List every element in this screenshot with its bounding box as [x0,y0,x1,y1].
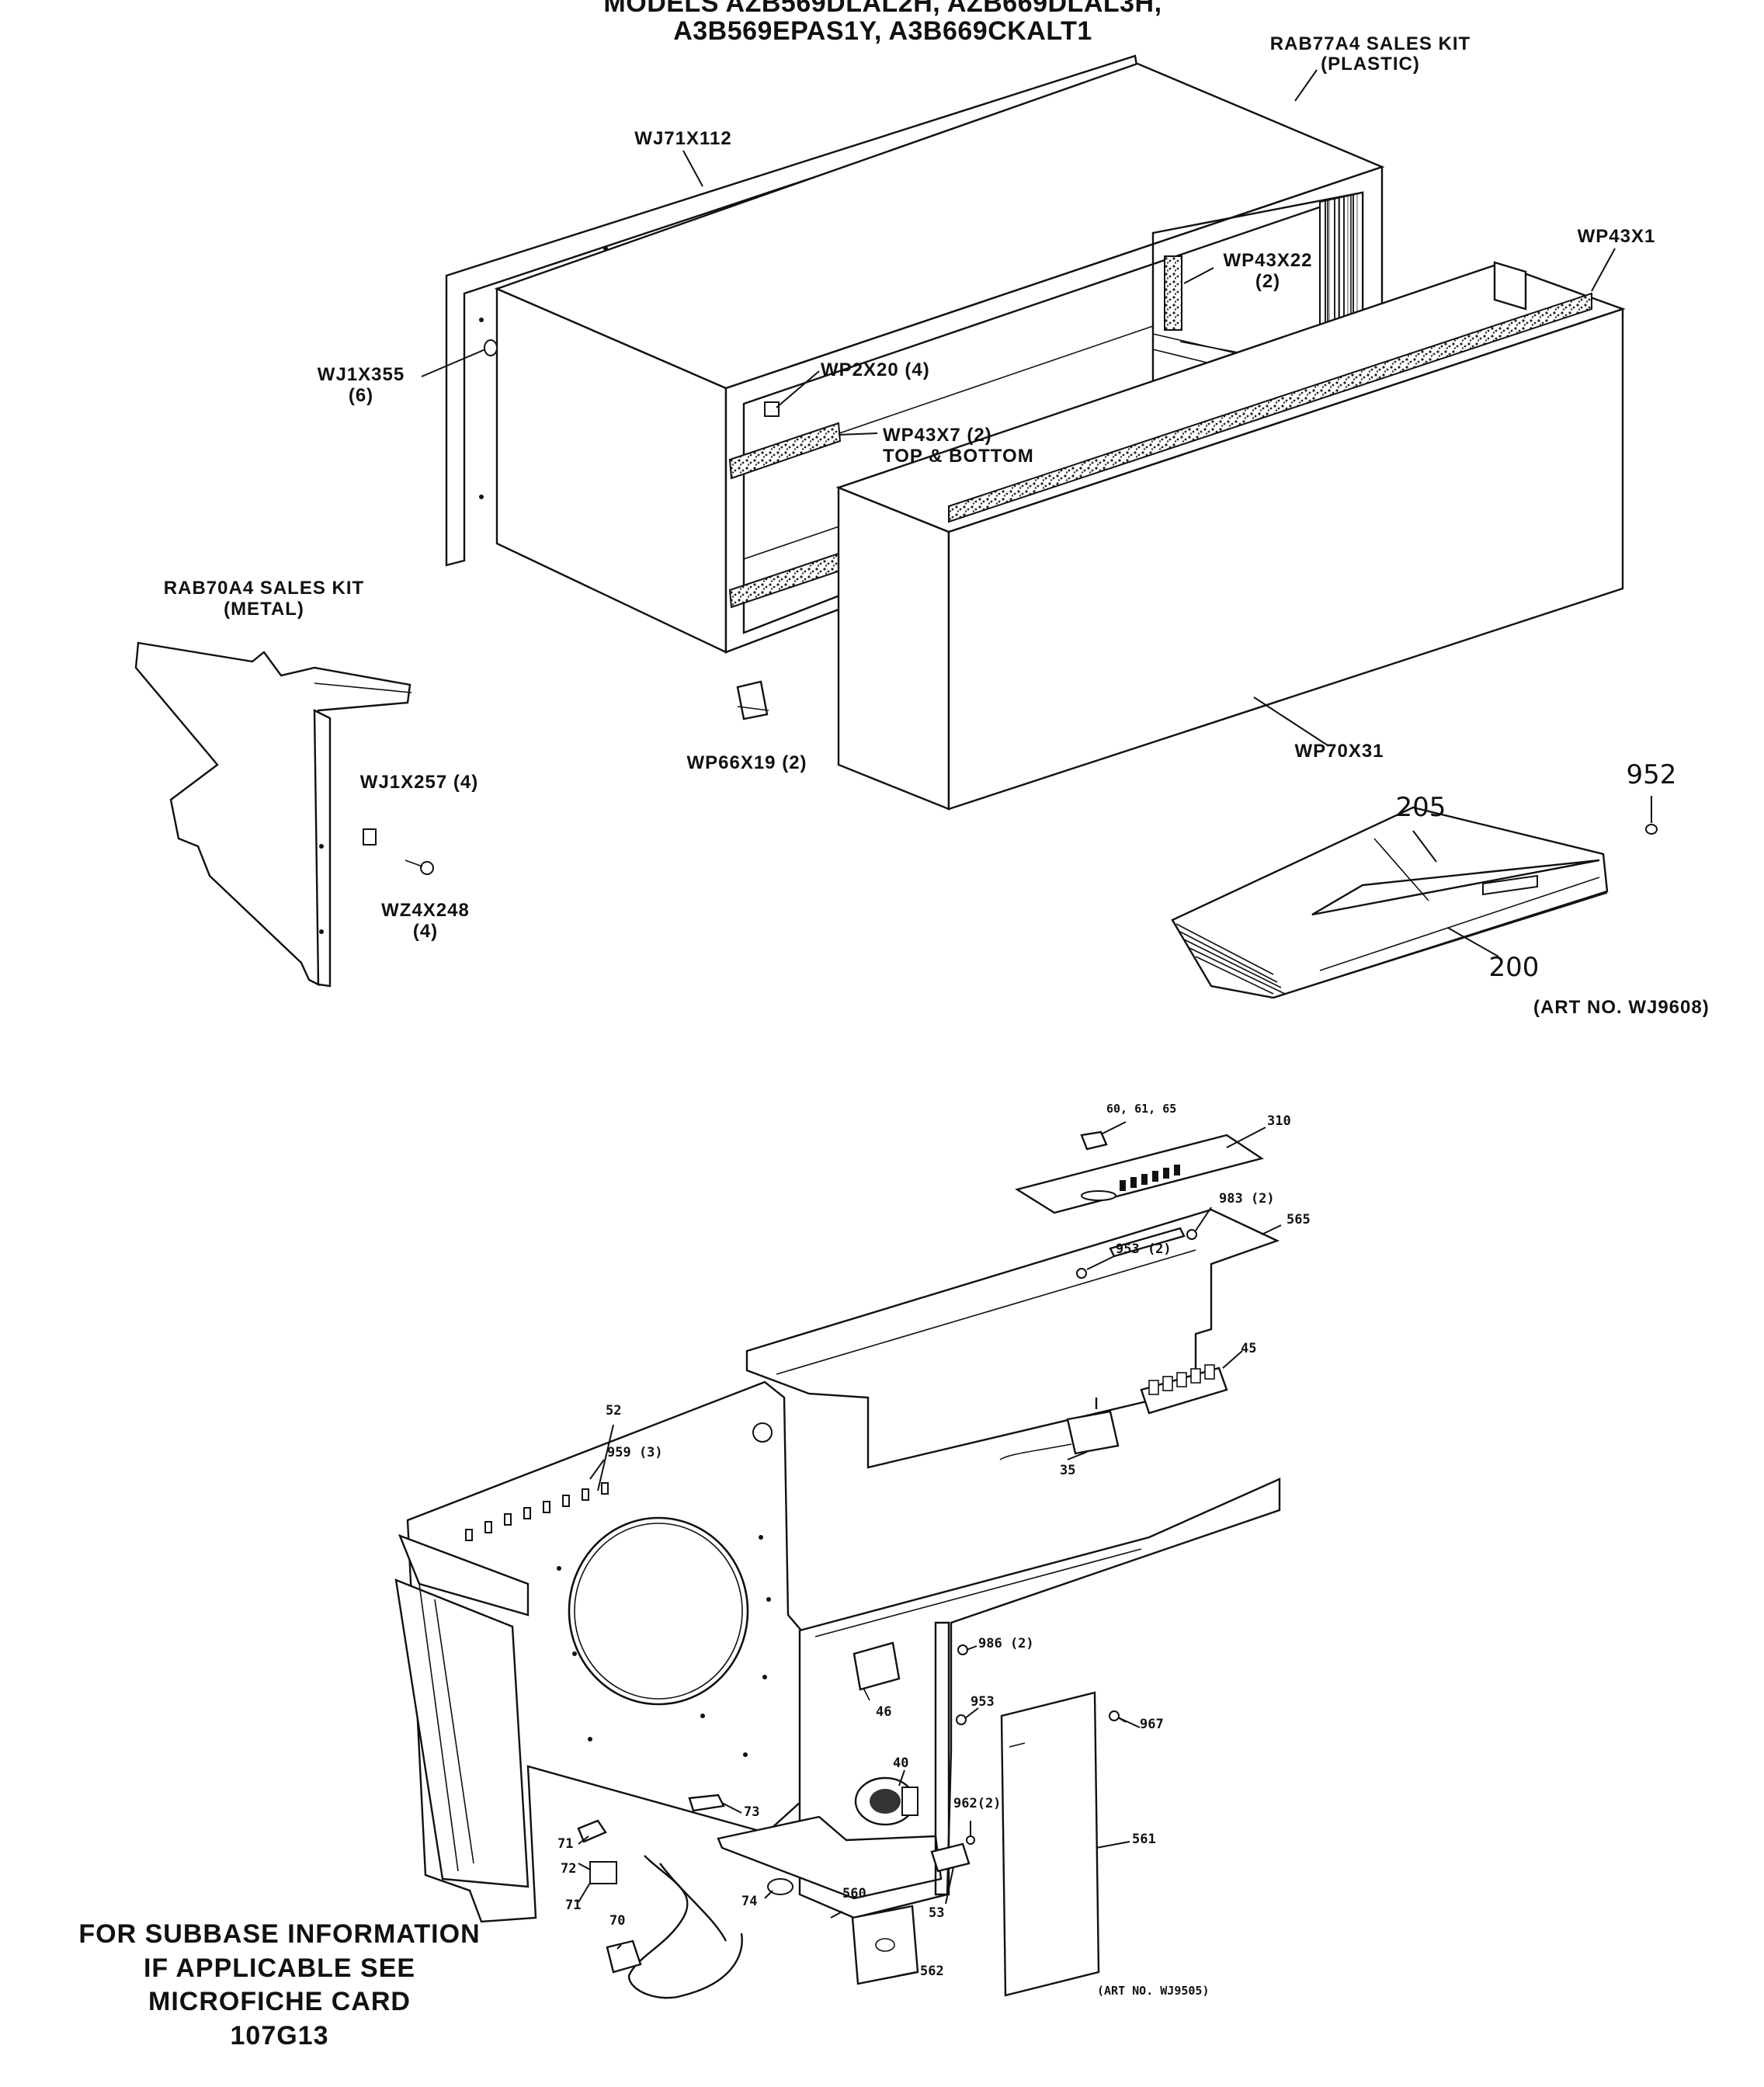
wall-sleeve-assembly [445,54,1626,811]
base-pan-560 [798,1478,1281,1919]
subbase-note-line2: IF APPLICABLE SEE [143,1953,416,1983]
label-rab77a4-line1: RAB77A4 SALES KIT [1269,33,1471,54]
metal-sales-kit [134,641,434,988]
cover-561 [1000,1691,1100,1997]
bottom-leader-lines [578,1121,1282,1977]
label-45: 45 [1241,1341,1257,1356]
label-560: 560 [842,1886,866,1901]
label-53: 53 [929,1905,945,1921]
label-wp43x1: WP43X1 [1577,226,1656,247]
label-60-61-65: 60, 61, 65 [1106,1102,1177,1116]
label-70: 70 [609,1913,626,1929]
label-562: 562 [920,1964,944,1979]
label-wp70x31: WP70X31 [1294,741,1384,762]
label-205: 205 [1395,792,1446,823]
subbase-note-line1: FOR SUBBASE INFORMATION [78,1919,481,1949]
cover-562 [851,1905,919,1985]
label-71-a: 71 [557,1836,574,1852]
subbase-note-line4: 107G13 [230,2020,329,2051]
label-71-b: 71 [565,1898,582,1913]
label-wp66x19: WP66X19 (2) [686,752,807,773]
label-310: 310 [1267,1113,1291,1129]
art-no-top: (ART NO. WJ9608) [1533,997,1710,1018]
label-953-a: 953 (2) [1116,1241,1172,1257]
label-rab77a4-line2: (PLASTIC) [1321,54,1420,75]
subbase-note: FOR SUBBASE INFORMATION IF APPLICABLE SE… [78,1918,480,2053]
label-40: 40 [893,1755,909,1771]
front-grille-assembly [1171,806,1658,999]
label-wz4x248-line1: WZ4X248 [381,900,470,921]
title-line2: A3B569EPAS1Y, A3B669CKALT1 [673,16,1092,46]
art-no-bottom: (ART NO. WJ9505) [1097,1984,1210,1998]
control-panel-310 [1014,1134,1264,1214]
top-leader-lines [421,69,1652,957]
chassis-assembly [394,1130,1281,1999]
label-wj1x257: WJ1X257 (4) [359,772,479,793]
thermostat-35 [1066,1410,1120,1455]
label-rab70a4-line1: RAB70A4 SALES KIT [163,578,365,599]
title-line1: MODELS AZB569DLAL2H, AZB669DLAL3H, [603,0,1162,18]
label-wp43x22-line1: WP43X22 [1223,250,1313,271]
label-wp43x22-line2: (2) [1255,271,1281,292]
label-73: 73 [744,1804,760,1820]
label-wj71x112: WJ71X112 [634,128,732,149]
label-962: 962(2) [953,1796,1002,1811]
label-953-b: 953 [971,1694,995,1710]
label-rab70a4-line2: (METAL) [224,599,304,620]
label-35: 35 [1060,1463,1076,1478]
front-cover-left-return [837,486,950,811]
label-200: 200 [1488,952,1540,983]
label-986: 986 (2) [978,1636,1034,1651]
label-wp43x7-line1: WP43X7 (2) [883,425,992,446]
subbase-note-line3: MICROFICHE CARD [148,1987,411,2017]
label-52: 52 [606,1403,622,1419]
bracket-wp66x19 [736,680,769,721]
label-952: 952 [1626,759,1677,790]
label-967: 967 [1140,1717,1164,1732]
label-wj1x355-line1: WJ1X355 [317,364,405,385]
label-983: 983 (2) [1219,1191,1275,1207]
switch-46 [852,1641,901,1691]
label-74: 74 [741,1894,758,1909]
label-wj1x355-line2: (6) [348,385,374,406]
label-wp2x20: WP2X20 (4) [821,359,930,380]
label-565: 565 [1287,1212,1311,1228]
control-box-565 [745,1208,1280,1469]
label-wz4x248-line2: (4) [412,921,439,942]
label-959: 959 (3) [607,1445,663,1460]
label-wp43x7-line2: TOP & BOTTOM [883,446,1034,467]
label-561: 561 [1132,1832,1156,1847]
label-46: 46 [876,1704,892,1720]
label-72: 72 [561,1861,577,1877]
